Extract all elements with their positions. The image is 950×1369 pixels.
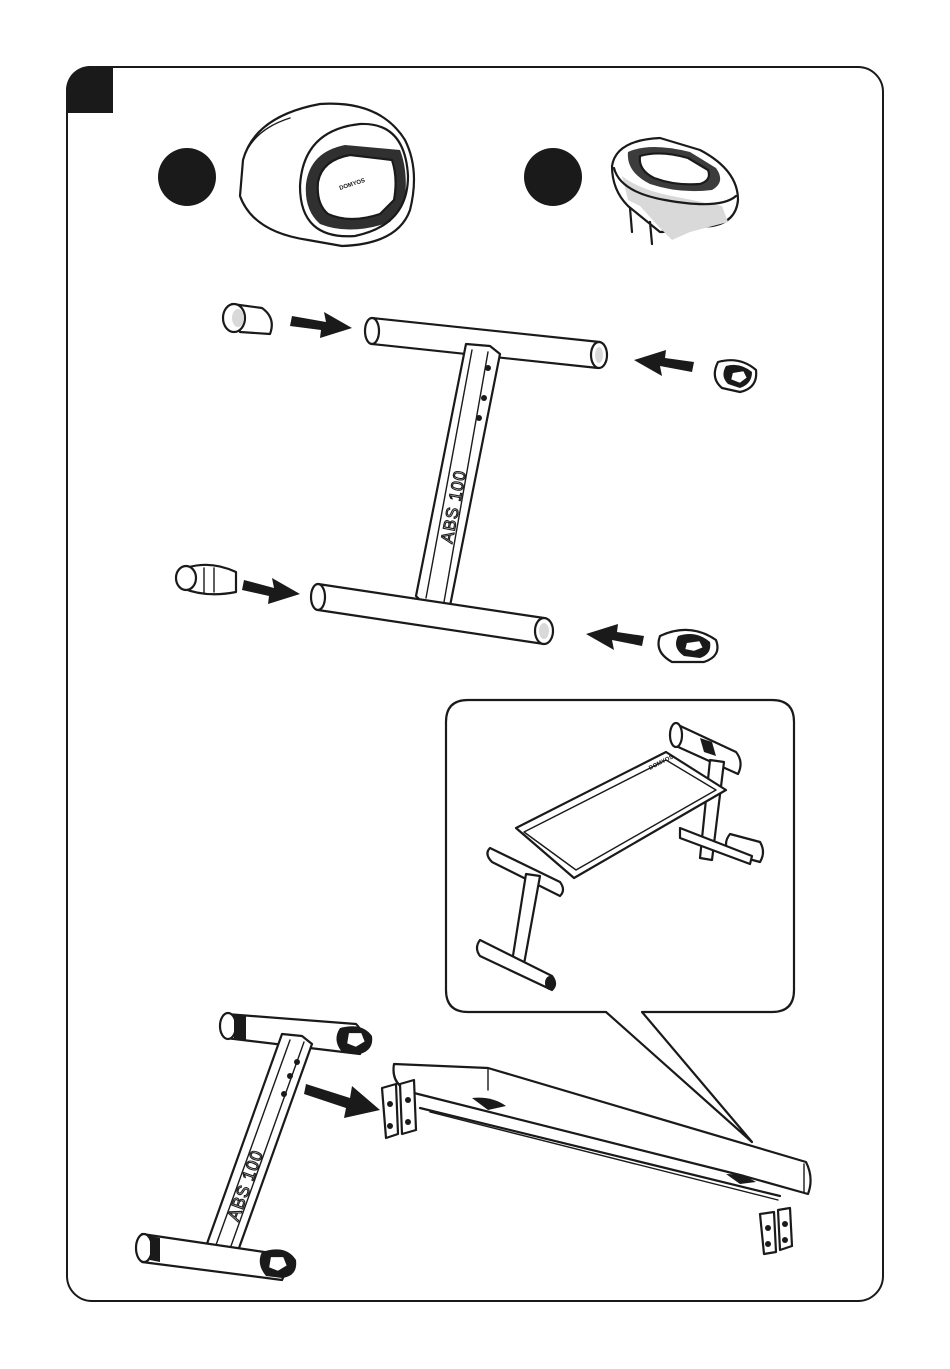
bench-seat — [382, 1064, 811, 1254]
arrow-right-icon — [242, 578, 300, 604]
upper-frame-assembly: ABS 100 — [311, 318, 607, 644]
arrow-right-icon — [304, 1084, 380, 1118]
large-end-cap-part: DOMYOS — [240, 104, 414, 246]
cap-bottom-right — [659, 630, 718, 662]
part-b-badge — [524, 148, 582, 206]
part-a-badge — [158, 148, 216, 206]
arrow-left-icon — [586, 624, 644, 650]
small-end-cap-part — [612, 138, 738, 244]
cap-bottom-left — [176, 565, 236, 594]
lower-frame-assembly: ABS 100 — [136, 1013, 372, 1280]
cap-top-right — [715, 360, 756, 392]
cap-top-left — [223, 304, 272, 334]
arrow-right-icon — [290, 312, 352, 338]
arrow-left-icon — [634, 350, 694, 376]
